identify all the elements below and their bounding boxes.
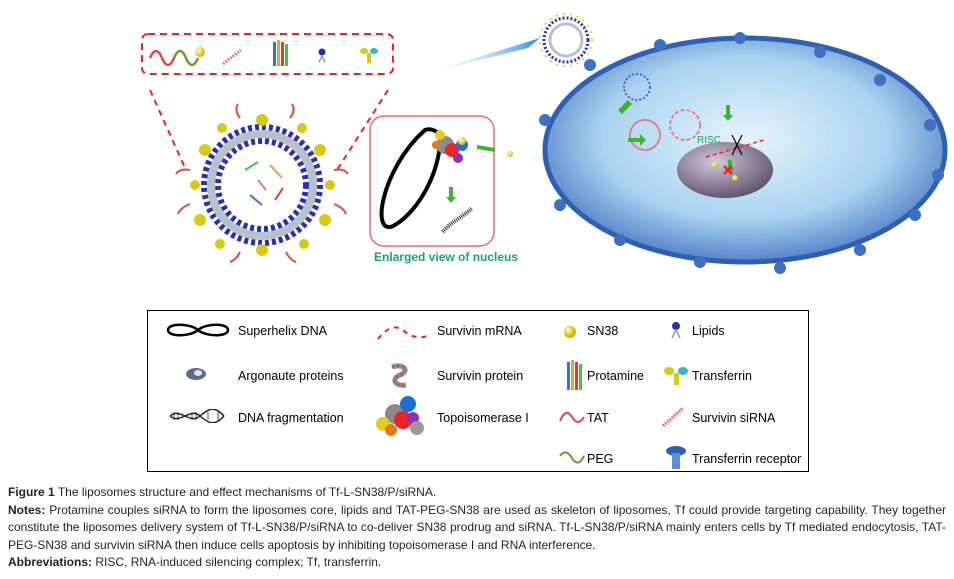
caption-notes: Notes: Protamine couples siRNA to form t… [8,502,946,555]
survivin-sirna-icon [661,406,685,428]
legend: Superhelix DNA Survivin mRNA SN38 Lipids… [147,310,809,472]
legend-label: Survivin siRNA [692,411,776,425]
schematic-svg [141,13,948,274]
superhelix-dna-icon [166,323,230,337]
lipids-icon [671,322,681,339]
notes-label: Notes: [8,502,46,517]
legend-label: TAT [587,411,609,425]
arrow-to-cell-upper [420,38,540,75]
protamine-icon [567,360,582,390]
nucleus [677,142,773,198]
legend-label: Survivin protein [437,369,524,383]
legend-label: Topoisomerase I [437,411,529,425]
notes-text: Protamine couples siRNA to form the lipo… [8,502,946,552]
legend-label: Lipids [692,324,725,338]
argonaute-icon [186,368,206,380]
endocytosis-vesicle [623,73,651,101]
legend-label: Survivin mRNA [437,324,522,338]
survivin-protein-icon [391,363,408,388]
topoisomerase-shape [432,130,468,163]
sn38-icon [564,326,576,338]
transferrin-icon [360,48,378,63]
liposome-large [175,103,349,263]
survivin-sirna-icon [222,48,242,66]
tat-icon [559,411,585,423]
transferrin-receptor-icon [666,446,686,469]
legend-label: Protamine [587,369,644,383]
cell [539,32,948,274]
scissors-icon [731,134,743,156]
abbreviations-label: Abbreviations: [8,555,93,569]
figure-illustration: Enlarged view of nucleus RISC Superhelix… [141,13,948,472]
inhibition-x-icon [723,165,733,175]
abbreviations-text: RISC, RNA-induced silencing complex; Tf,… [95,555,382,569]
legend-label: PEG [587,452,614,466]
transferrin-icon [664,367,688,385]
legend-label: Transferrin [692,369,752,383]
legend-label: Superhelix DNA [238,324,327,338]
nucleus-view-label: Enlarged view of nucleus [374,250,519,264]
lipids-icon [318,48,326,63]
endosome-right [669,109,701,141]
protamine-icon [273,40,288,66]
dna-fragment-icon [169,409,225,423]
legend-label: SN38 [587,324,619,338]
topoisomerase-icon [376,396,424,436]
legend-label: Transferrin receptor [692,452,802,466]
peg-icon [559,451,585,464]
risc-label: RISC [697,135,721,146]
dna-fragment-shape [441,206,474,234]
caption-title-line: Figure 1 The liposomes structure and eff… [8,484,946,502]
figure-caption: Figure 1 The liposomes structure and eff… [8,484,946,572]
tat-peg-sn38-icon [148,47,205,67]
components-box [141,33,394,75]
green-arrow [723,105,733,121]
figure-title: The liposomes structure and effect mecha… [57,485,437,499]
liposome-small [539,13,593,67]
survivin-mrna-icon [377,326,431,340]
figure-label: Figure 1 [8,485,55,499]
endosome-left [629,119,661,151]
green-arrow [628,134,646,146]
legend-label: DNA fragmentation [238,411,344,425]
caption-abbreviations: Abbreviations: RISC, RNA-induced silenci… [8,554,946,572]
zoom-connector-left [149,89,187,171]
zoom-connector-right [336,89,389,171]
nucleus-view-box [369,115,495,247]
green-arrow [618,100,632,114]
legend-label: Argonaute proteins [238,369,344,383]
